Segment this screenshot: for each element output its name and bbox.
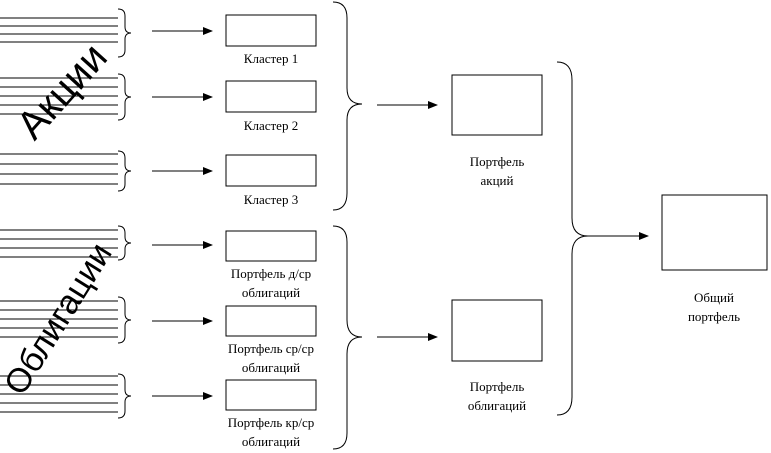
brace-stock-3 — [117, 150, 132, 192]
brace-bonds-portfolio — [332, 225, 363, 450]
brace-stocks-portfolio — [332, 1, 363, 211]
cluster-2-label: Кластер 2 — [244, 118, 298, 133]
bond-portfolio-2-box — [225, 305, 317, 337]
bond-portfolio-3-label-line2: облигаций — [242, 434, 300, 449]
bond-portfolio-3-label-line1: Портфель кр/ср — [228, 415, 314, 430]
bond-lines-group-3 — [0, 375, 118, 413]
brace-total-portfolio — [556, 61, 589, 416]
stocks-portfolio-label-line1: Портфель — [470, 154, 525, 169]
bond-portfolio-1-label-line2: облигаций — [242, 285, 300, 300]
cluster-1-label: Кластер 1 — [244, 51, 298, 66]
stock-lines-group-1 — [0, 17, 118, 43]
total-portfolio-label-line1: Общий — [694, 290, 734, 305]
stocks-portfolio-label-line2: акций — [481, 173, 514, 188]
bond-portfolio-1-label-line1: Портфель д/ср — [231, 266, 311, 281]
brace-bond-3 — [117, 373, 132, 419]
total-portfolio-box — [661, 194, 768, 271]
stocks-group-label: Акции — [8, 35, 115, 148]
bond-portfolio-2-label-line1: Портфель ср/ср — [228, 341, 314, 356]
cluster-3-label: Кластер 3 — [244, 192, 298, 207]
bond-lines-group-1 — [0, 229, 118, 258]
cluster-1-box — [225, 14, 317, 47]
bond-portfolio-3-box — [225, 379, 317, 411]
brace-bond-1 — [117, 225, 132, 261]
cluster-2-box — [225, 80, 317, 113]
bonds-portfolio-label-line2: облигаций — [468, 398, 526, 413]
bonds-portfolio-label-line1: Портфель — [470, 379, 525, 394]
brace-bond-2 — [117, 296, 132, 344]
cluster-3-box — [225, 154, 317, 187]
stocks-portfolio-box — [451, 74, 543, 136]
stock-lines-group-3 — [0, 153, 118, 185]
bond-portfolio-1-box — [225, 230, 317, 262]
brace-stock-1 — [117, 8, 132, 58]
bond-portfolio-2-label-line2: облигаций — [242, 360, 300, 375]
stock-lines-group-2 — [0, 77, 118, 115]
total-portfolio-label-line2: портфель — [688, 309, 740, 324]
bond-lines-group-2 — [0, 300, 118, 338]
bonds-portfolio-box — [451, 299, 543, 362]
brace-stock-2 — [117, 73, 132, 121]
